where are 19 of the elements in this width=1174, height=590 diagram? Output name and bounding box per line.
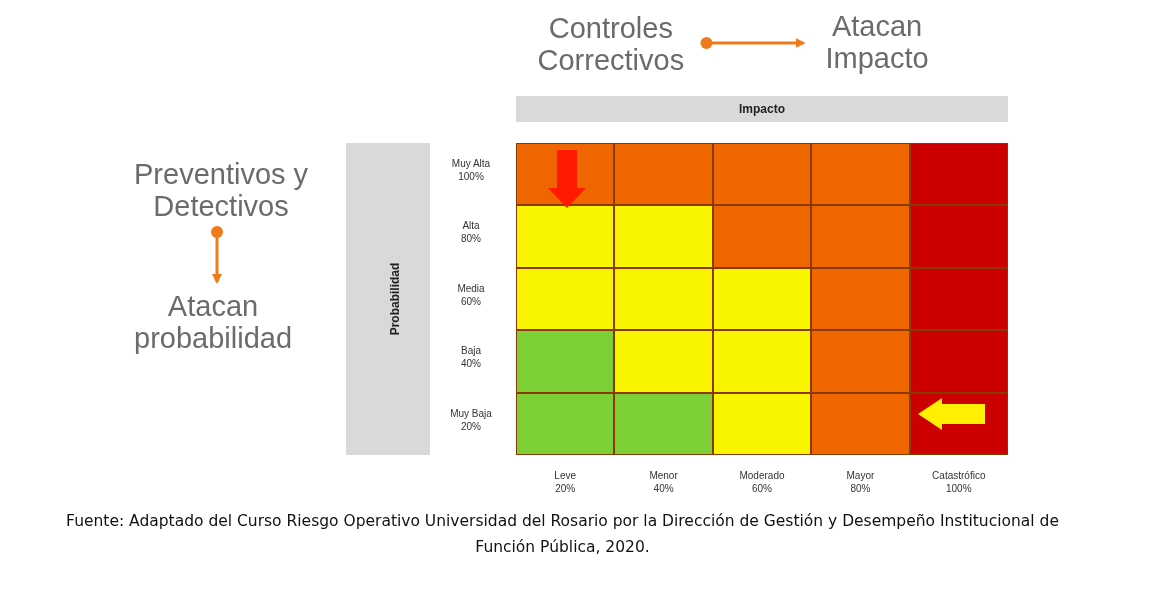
row-label: Baja 40% [460, 344, 482, 371]
axis-header: Impacto [516, 96, 1008, 122]
arrow [700, 37, 806, 49]
row-label: Alta 80% [460, 219, 482, 246]
heading-text: Controles Correctivos [537, 12, 685, 76]
row-label: Muy Alta 100% [450, 157, 492, 183]
heading-text: Preventivos y Detectivos [134, 158, 309, 222]
column-label: Moderado 60% [738, 469, 786, 495]
caption: Fuente: Adaptado del Curso Riesgo Operativo Universidad del Rosario por la Dirección de Gestión y Desempeño Institucional de Función Pública, 2020. [65, 511, 1060, 558]
heading-text: Atacan probabilidad [134, 290, 292, 354]
column-label: Mayor 80% [845, 469, 876, 495]
row-label: Muy Baja 20% [449, 406, 493, 433]
column-label: Leve 20% [553, 469, 578, 495]
axis-label: Probabilidad [387, 261, 403, 337]
column-label: Catastrófico 100% [931, 469, 987, 495]
column-label: Menor 40% [648, 469, 679, 495]
heading-text: Atacan Impacto [825, 10, 929, 74]
arrow [211, 226, 223, 284]
row-label: Media 60% [456, 281, 486, 308]
